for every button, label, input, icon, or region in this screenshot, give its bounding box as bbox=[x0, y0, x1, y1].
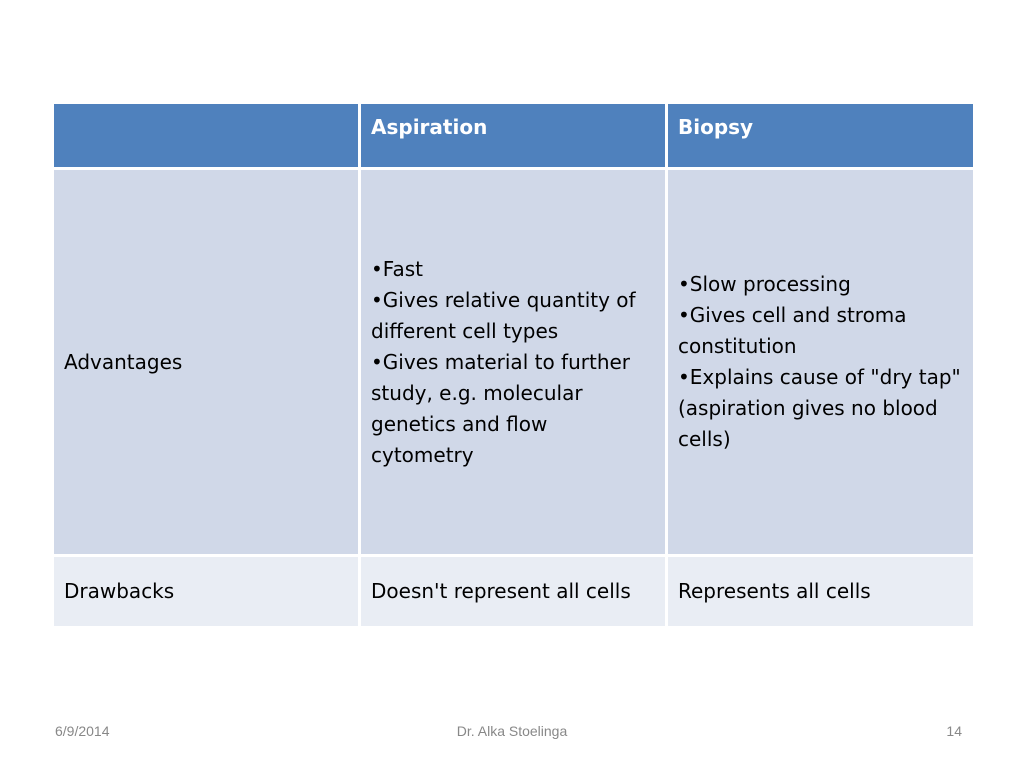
header-cell-biopsy: Biopsy bbox=[665, 101, 976, 170]
footer-author: Dr. Alka Stoelinga bbox=[456, 723, 568, 739]
table-row-advantages: Advantages Fast Gives relative quantity … bbox=[51, 167, 976, 557]
cell-biopsy-advantages: Slow processing Gives cell and stroma co… bbox=[665, 167, 976, 557]
footer-page-number: 14 bbox=[946, 723, 962, 739]
list-item: Gives cell and stroma constitution bbox=[678, 300, 963, 362]
cell-aspiration-advantages: Fast Gives relative quantity of differen… bbox=[358, 167, 668, 557]
list-item: Gives relative quantity of different cel… bbox=[371, 285, 655, 347]
cell-aspiration-drawbacks: Doesn't represent all cells bbox=[358, 554, 668, 629]
list-item: Gives material to further study, e.g. mo… bbox=[371, 347, 655, 471]
table-header-row: Aspiration Biopsy bbox=[51, 101, 976, 170]
header-cell-aspiration: Aspiration bbox=[358, 101, 668, 170]
row-label-advantages: Advantages bbox=[51, 167, 361, 557]
footer-date: 6/9/2014 bbox=[55, 723, 110, 739]
aspiration-advantages-list: Fast Gives relative quantity of differen… bbox=[371, 254, 655, 471]
cell-biopsy-drawbacks: Represents all cells bbox=[665, 554, 976, 629]
list-item: Explains cause of "dry tap" (aspiration … bbox=[678, 362, 963, 455]
header-cell-empty bbox=[51, 101, 361, 170]
row-label-drawbacks: Drawbacks bbox=[51, 554, 361, 629]
biopsy-advantages-list: Slow processing Gives cell and stroma co… bbox=[678, 269, 963, 455]
table-row-drawbacks: Drawbacks Doesn't represent all cells Re… bbox=[51, 554, 976, 629]
comparison-table: Aspiration Biopsy Advantages Fast Gives … bbox=[51, 101, 976, 629]
list-item: Fast bbox=[371, 254, 655, 285]
list-item: Slow processing bbox=[678, 269, 963, 300]
